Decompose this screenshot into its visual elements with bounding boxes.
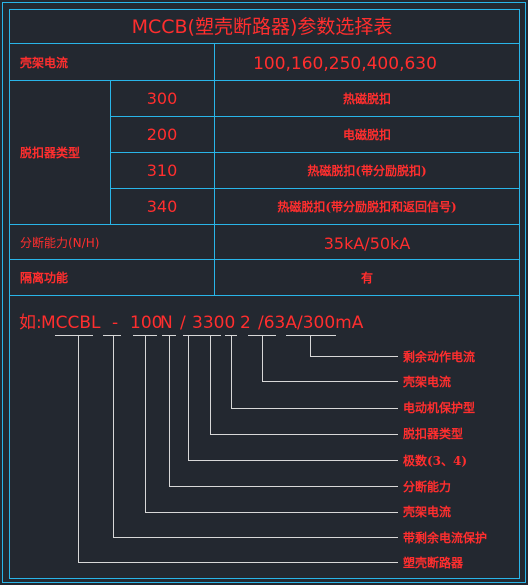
code-legend: 剩余动作电流 壳架电流 电动机保护型 脱扣器类型 极数(3、4) 分断能力 壳架… xyxy=(402,349,487,570)
code-dash: - xyxy=(112,313,118,333)
code-slash: / xyxy=(180,313,186,333)
trip-desc-340: 热磁脱扣(带分励脱扣和返回信号) xyxy=(277,199,456,214)
table-title: MCCB(塑壳断路器)参数选择表 xyxy=(132,16,393,38)
legend-breaking-capacity: 分断能力 xyxy=(403,479,451,494)
trip-desc-310: 热磁脱扣(带分励脱扣) xyxy=(307,163,426,178)
code-63a-300ma: /63A/300mA xyxy=(258,313,364,333)
leader-lines xyxy=(78,336,398,563)
code-n: N xyxy=(160,313,173,333)
legend-residual-current: 剩余动作电流 xyxy=(403,349,475,364)
code-mccb: MCCB xyxy=(41,313,91,333)
code-3300: 3300 xyxy=(192,313,235,333)
legend-mccb: 塑壳断路器 xyxy=(403,555,464,570)
trip-desc-200: 电磁脱扣 xyxy=(343,127,391,142)
isolation-value: 有 xyxy=(361,270,373,285)
legend-residual-protection: 带剩余电流保护 xyxy=(403,530,487,545)
legend-frame-current-a: 壳架电流 xyxy=(402,374,451,389)
table-grid xyxy=(9,43,520,296)
legend-poles: 极数(3、4) xyxy=(403,453,467,468)
table-frame xyxy=(9,9,520,579)
model-code-example: 如: MCCB L - 100 N / 3300 2 /63A/300mA xyxy=(19,313,364,333)
trip-code-300: 300 xyxy=(147,89,178,108)
isolation-label: 隔离功能 xyxy=(20,270,68,285)
trip-type-label: 脱扣器类型 xyxy=(20,145,80,160)
legend-frame-current-b: 壳架电流 xyxy=(402,504,451,519)
trip-code-340: 340 xyxy=(147,197,178,216)
frame-current-label: 壳架电流 xyxy=(19,55,68,70)
code-l: L xyxy=(91,313,101,333)
breaking-capacity-value: 35kA/50kA xyxy=(324,234,411,253)
code-100: 100 xyxy=(130,313,162,333)
example-prefix: 如: xyxy=(19,313,42,333)
breaking-capacity-label: 分断能力(N/H) xyxy=(20,235,99,250)
trip-desc-300: 热磁脱扣 xyxy=(343,91,391,106)
trip-code-200: 200 xyxy=(147,125,178,144)
trip-code-310: 310 xyxy=(147,161,178,180)
code-2: 2 xyxy=(240,313,251,333)
frame-current-values: 100,160,250,400,630 xyxy=(253,54,437,74)
legend-trip-type: 脱扣器类型 xyxy=(403,426,463,441)
legend-motor-protection: 电动机保护型 xyxy=(403,400,475,415)
